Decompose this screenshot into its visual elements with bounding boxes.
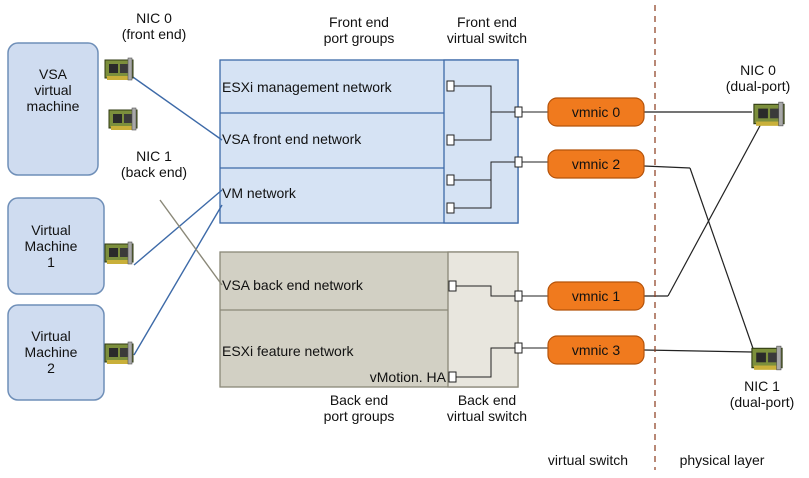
vmnic-1-label: vmnic 1 — [571, 288, 621, 304]
heading-line: Front end — [457, 14, 517, 30]
vm2-line: 2 — [47, 360, 55, 376]
port-group-esxi-management: ESXi management network — [222, 79, 392, 95]
physical-layer-caption: physical layer — [679, 452, 765, 468]
vm1-label: Virtual Machine 1 — [14, 222, 88, 270]
esxi-feature-subtitle: vMotion. HA — [369, 369, 446, 385]
back-end-switch-box — [447, 251, 519, 388]
physical-nic1-label: NIC 1 (dual-port) — [716, 378, 808, 410]
heading-line: virtual switch — [446, 30, 528, 46]
heading-line: virtual switch — [446, 408, 528, 424]
vmnic-3-box — [547, 335, 645, 365]
vm-connection-lines — [129, 74, 223, 356]
front-end-switch-box — [443, 59, 519, 224]
vmnic-3-label: vmnic 3 — [571, 342, 621, 358]
vm1-nic-card-icon — [104, 241, 134, 265]
back-end-virtual-switch-heading: Back end virtual switch — [428, 392, 546, 424]
vmnic-0-label: vmnic 0 — [571, 104, 621, 120]
port-group-vsa-front-end: VSA front end network — [222, 131, 362, 147]
physical-nic0-label: NIC 0 (dual-port) — [712, 62, 804, 94]
nic1-name: NIC 1 — [136, 148, 172, 164]
vsa-vm-box — [7, 42, 99, 176]
vsa-vm-label: VSA virtual machine — [14, 66, 92, 114]
front-end-port-groups-heading: Front end port groups — [304, 14, 414, 46]
nic0-name: NIC 0 — [136, 10, 172, 26]
back-switch-wiring — [456, 285, 548, 378]
vmnic-0-box — [547, 97, 645, 127]
back-end-port-groups-heading: Back end port groups — [304, 392, 414, 424]
heading-line: Back end — [457, 392, 517, 408]
vm1-line: Machine — [24, 238, 78, 254]
heading-line: port groups — [323, 408, 395, 424]
nic1-back-end-label: NIC 1 (back end) — [108, 148, 200, 180]
vsa-nic1-card-icon — [108, 107, 138, 131]
nic1-role: (back end) — [120, 164, 188, 180]
vm1-box — [7, 197, 105, 295]
vm1-line: Virtual — [31, 222, 71, 238]
physical-nic0-name: NIC 0 — [740, 62, 776, 78]
heading-line: Back end — [329, 392, 389, 408]
vsa-vm-line: virtual — [34, 82, 72, 98]
vm2-line: Machine — [24, 344, 78, 360]
nic0-role: (front end) — [121, 26, 187, 42]
heading-line: Front end — [329, 14, 389, 30]
physical-nic1-type: (dual-port) — [729, 394, 795, 410]
front-end-virtual-switch-heading: Front end virtual switch — [428, 14, 546, 46]
vsa-nic0-card-icon — [104, 57, 134, 81]
vmnic-2-label: vmnic 2 — [571, 156, 621, 172]
port-group-vm-network: VM network — [222, 185, 296, 201]
physical-nic0-type: (dual-port) — [725, 78, 791, 94]
vmnic-2-box — [547, 149, 645, 179]
port-group-esxi-feature: ESXi feature network — [222, 343, 354, 359]
vmnic-1-box — [547, 281, 645, 311]
physical-nic0-card-icon — [753, 101, 785, 127]
port-group-vsa-back-end: VSA back end network — [222, 277, 363, 293]
nic0-front-end-label: NIC 0 (front end) — [108, 10, 200, 42]
vsa-vm-line: VSA — [38, 66, 67, 82]
physical-links — [643, 111, 763, 358]
vm2-line: Virtual — [31, 328, 71, 344]
heading-line: port groups — [323, 30, 395, 46]
switch-ports — [446, 80, 523, 383]
vm2-nic-card-icon — [104, 341, 134, 365]
virtual-switch-layer-caption: virtual switch — [547, 452, 629, 468]
physical-nic1-card-icon — [751, 345, 783, 371]
front-switch-wiring — [454, 85, 548, 209]
physical-nic1-name: NIC 1 — [744, 378, 780, 394]
vsa-vm-line: machine — [26, 98, 80, 114]
vm2-box — [7, 304, 105, 401]
vm1-line: 1 — [47, 254, 55, 270]
vm2-label: Virtual Machine 2 — [14, 328, 88, 376]
